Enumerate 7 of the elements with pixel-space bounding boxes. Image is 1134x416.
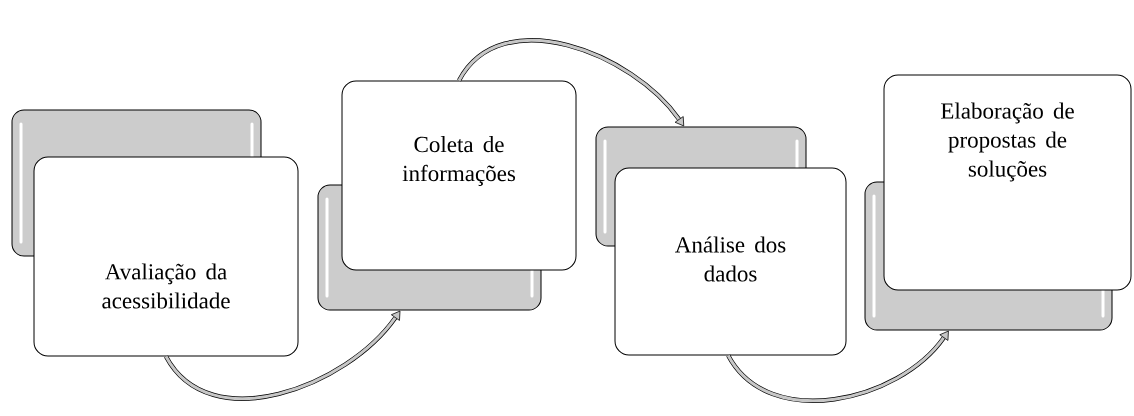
step-box: Análise dos dados: [614, 167, 847, 356]
step-box: Coleta de informações: [341, 80, 577, 271]
step-box: Avaliação da acessibilidade: [33, 156, 299, 357]
step-box: Elaboração de propostas de soluções: [883, 74, 1132, 291]
curved-arrow: [164, 310, 401, 401]
curved-arrow: [457, 38, 685, 127]
curved-arrow: [726, 330, 949, 403]
